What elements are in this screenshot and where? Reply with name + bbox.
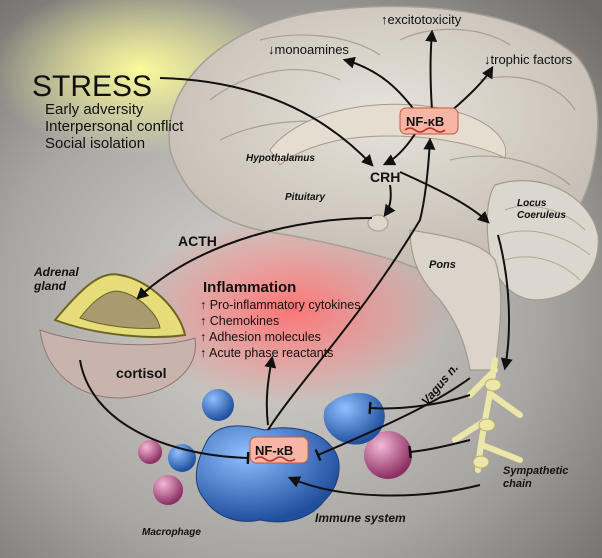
stress-item-2: Interpersonal conflict xyxy=(45,118,184,135)
adrenal-medulla xyxy=(79,290,161,329)
pituitary-gland xyxy=(367,214,389,232)
stress-title: STRESS xyxy=(32,70,152,103)
brain-gyri xyxy=(209,28,576,186)
immune-nfkb-wave xyxy=(254,456,296,462)
brain-nfkb-label: NF-κB xyxy=(406,114,444,129)
brain-nfkb-box xyxy=(399,107,459,135)
locus-coeruleus-label-2: Coeruleus xyxy=(517,210,566,221)
kidney xyxy=(39,329,197,399)
trophic-factors-label: ↓trophic factors xyxy=(484,52,573,67)
adrenal-label-1: Adrenal xyxy=(33,265,79,279)
sympathetic-chain-label-1: Sympathetic xyxy=(503,465,568,477)
inflammation-item-2: ↑ Chemokines xyxy=(200,314,279,328)
cerebellum xyxy=(486,180,599,301)
monoamines-label: ↓monoamines xyxy=(268,42,349,57)
adrenal-label-2: gland xyxy=(33,279,67,293)
pons-label: Pons xyxy=(429,259,456,271)
inflammation-item-1: ↑ Pro-inflammatory cytokines xyxy=(200,298,360,312)
hypothalamus-label: Hypothalamus xyxy=(246,153,315,164)
pathway-arrows xyxy=(79,29,513,497)
crh-label: CRH xyxy=(370,169,400,185)
inflammation-glow xyxy=(130,215,450,405)
cerebellum-folia xyxy=(499,205,591,281)
stress-item-1: Early adversity xyxy=(45,101,144,118)
inflammation-item-4: ↑ Acute phase reactants xyxy=(200,346,333,360)
cortisol-label: cortisol xyxy=(116,365,167,381)
pituitary-label: Pituitary xyxy=(285,192,325,203)
immune-nfkb-label: NF-κB xyxy=(255,443,293,458)
macrophage-label: Macrophage xyxy=(142,527,201,538)
sympathetic-chain-label-2: chain xyxy=(503,478,532,490)
acth-label: ACTH xyxy=(178,233,217,249)
stress-item-3: Social isolation xyxy=(45,135,145,152)
immune-nfkb-box xyxy=(249,436,309,464)
excitotoxicity-label: ↑excitotoxicity xyxy=(381,12,462,27)
locus-coeruleus-label-1: Locus xyxy=(517,198,547,209)
inflammation-item-3: ↑ Adhesion molecules xyxy=(200,330,321,344)
inflammation-title: Inflammation xyxy=(203,279,296,296)
brain-nfkb-wave xyxy=(404,127,446,133)
sympathetic-ganglia xyxy=(472,378,502,469)
immune-system-label: Immune system xyxy=(315,511,406,525)
